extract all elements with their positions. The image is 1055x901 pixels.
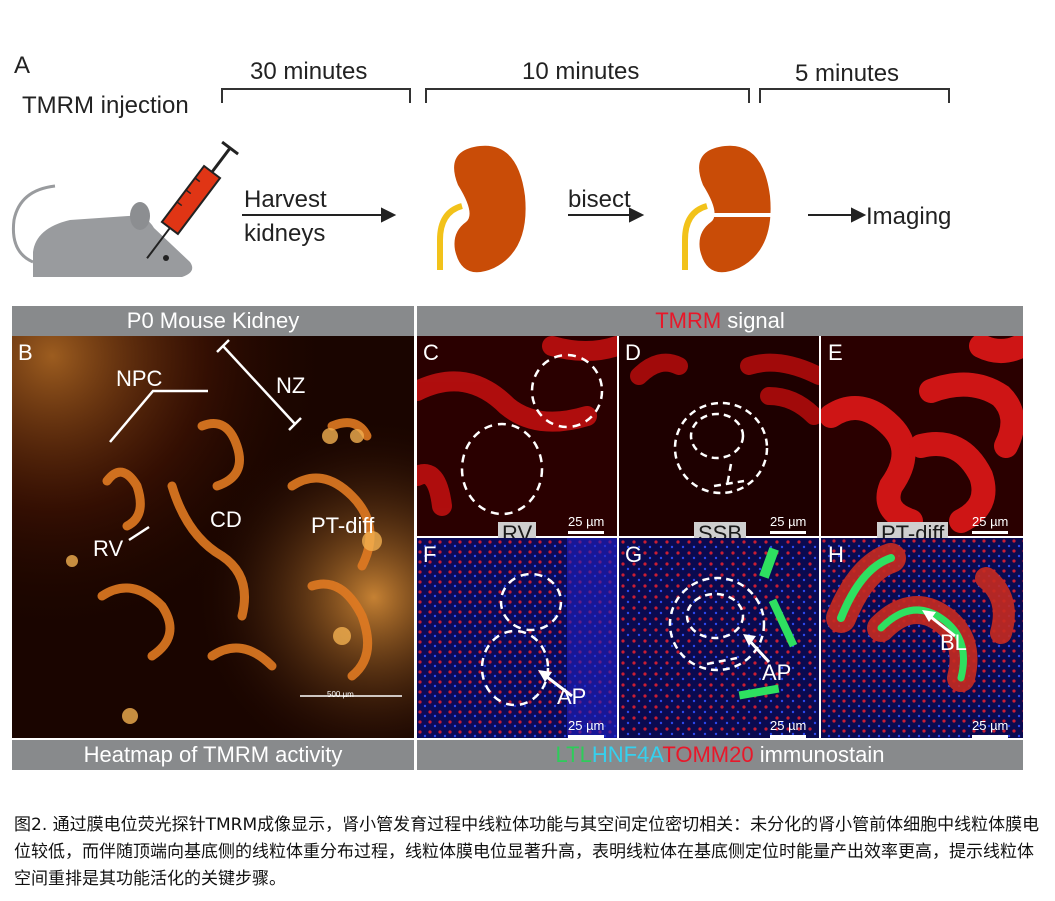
panel-e-letter: E [828, 340, 843, 365]
panel-d-texture [630, 353, 819, 495]
cd-label: CD [210, 507, 242, 532]
panel-f-letter: F [423, 542, 437, 567]
panel-b-footer: Heatmap of TMRM activity [12, 740, 414, 770]
timing-label-1: 30 minutes [250, 58, 368, 85]
panel-f-scale: 25 µm [568, 718, 605, 738]
rv-label: RV [93, 536, 124, 561]
panel-g-image [619, 538, 819, 738]
pt-diff-label: PT-diff [311, 513, 375, 538]
tmrm-header-word: TMRM [655, 308, 722, 333]
timing-brackets [221, 88, 950, 103]
panel-e-image [821, 336, 1023, 536]
flow-arrows [242, 207, 867, 223]
figure-caption: 图2. 通过膜电位荧光探针TMRM成像显示，肾小管发育过程中线粒体功能与其空间定… [14, 815, 1040, 889]
nz-label: NZ [276, 373, 306, 398]
mouse-icon [11, 184, 193, 277]
bisected-kidney-icon [682, 145, 778, 273]
kidney-heatmap-image [12, 336, 414, 738]
panel-d-image [619, 336, 819, 536]
panel-h-image [821, 538, 1023, 738]
panel-f-image [417, 538, 617, 738]
panel-c-letter: C [423, 340, 439, 365]
panel-b-scale-text: 500 µm [327, 690, 354, 699]
panel-b-letter: B [18, 340, 33, 365]
panel-h-letter: H [828, 542, 844, 567]
tmrm-injection-label: TMRM injection [22, 92, 189, 119]
panel-b-header: P0 Mouse Kidney [12, 306, 414, 336]
panel-a-schematic [11, 88, 950, 277]
timing-label-2: 10 minutes [522, 58, 640, 85]
npc-label: NPC [116, 366, 163, 391]
panel-a-letter: A [14, 52, 31, 79]
tomm20-word: TOMM20 [662, 742, 754, 767]
timing-label-3: 5 minutes [795, 60, 900, 87]
panel-d-scale: 25 µm [770, 514, 807, 534]
signal-header-word: signal [721, 308, 785, 333]
harvest-label-line2: kidneys [244, 220, 326, 247]
panel-c-scale: 25 µm [568, 514, 605, 534]
bisect-label: bisect [568, 186, 631, 213]
panel-e-scale: 25 µm [972, 514, 1009, 534]
panel-f-arrow-label: AP [557, 684, 587, 709]
panel-c-image [417, 336, 617, 536]
syringe-icon [146, 140, 239, 259]
ltl-word: LTL [555, 742, 592, 767]
panel-f-texture [417, 538, 617, 738]
harvest-label-line1: Harvest [244, 186, 327, 213]
imaging-label: Imaging [866, 203, 952, 230]
panel-b-annotations [109, 339, 402, 697]
panel-h-scale: 25 µm [972, 718, 1009, 738]
panel-g-scale: 25 µm [770, 718, 807, 738]
panel-g-letter: G [625, 542, 643, 567]
panel-c-texture [417, 336, 617, 516]
kidney-icon [437, 145, 526, 273]
immunostain-footer: LTLHNF4ATOMM20 immunostain [417, 740, 1023, 770]
heatmap-texture [12, 336, 414, 738]
panel-d-letter: D [625, 340, 641, 365]
panel-h-arrow-label: BL [940, 630, 967, 655]
panel-g-arrow-label: AP [762, 660, 792, 685]
panel-g-texture [619, 538, 819, 738]
panel-h-texture [821, 538, 1023, 738]
immunostain-word: immunostain [753, 742, 885, 767]
panel-e-texture [821, 336, 1023, 533]
hnf4a-word: HNF4A [591, 742, 663, 767]
tmrm-signal-header: TMRM signal [417, 306, 1023, 336]
